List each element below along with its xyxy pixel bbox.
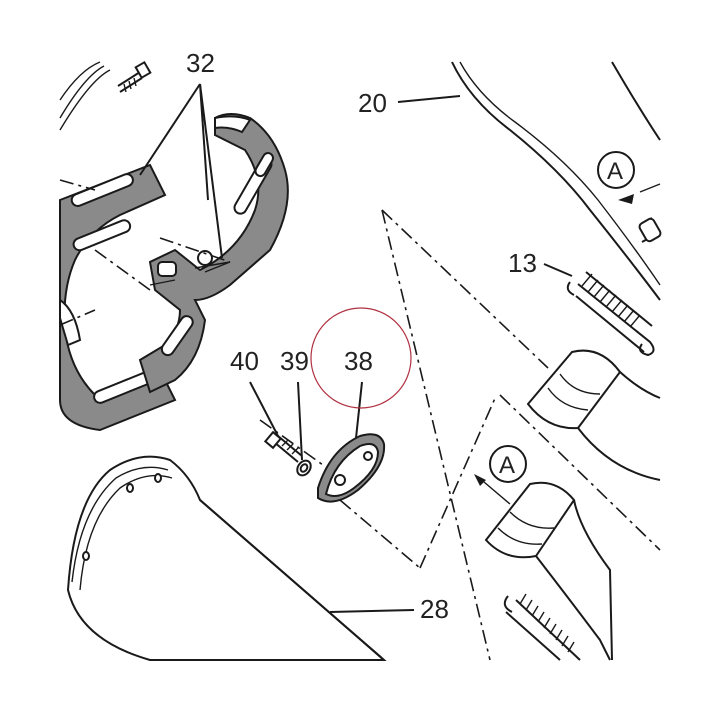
end-cap-38 [317, 433, 386, 503]
callout-39: 39 [280, 346, 309, 461]
muffler-top-right [451, 61, 662, 301]
callout-38: 38 [344, 346, 373, 439]
bolt-small-top [117, 60, 152, 93]
spring-lower-right [503, 593, 581, 661]
callout-label-20: 20 [358, 88, 387, 118]
callout-32: 32 [139, 48, 223, 259]
callout-label-39: 39 [280, 346, 309, 376]
reference-marker-a-lower: A [474, 445, 527, 505]
reference-marker-a-upper: A [597, 151, 661, 204]
reference-marker-label-lower: A [499, 452, 515, 479]
callout-label-38: 38 [344, 346, 373, 376]
callout-label-13: 13 [508, 248, 537, 278]
reference-marker-label-upper: A [607, 158, 623, 185]
spring-13 [566, 271, 655, 357]
callout-28: 28 [329, 594, 449, 624]
highlight-circle [310, 307, 412, 409]
pipe-upper-right [526, 349, 661, 481]
muffler-28 [66, 455, 387, 661]
pipe-lower-right [484, 394, 661, 661]
housing-arc-top-left [59, 61, 111, 131]
bracket-left [59, 163, 177, 432]
callout-label-32: 32 [186, 48, 215, 78]
washer-39 [296, 459, 312, 477]
callout-20: 20 [358, 88, 461, 118]
bolt-40 [263, 430, 303, 463]
callout-13: 13 [508, 248, 573, 278]
bracket-assembly-lines [59, 179, 231, 326]
callout-label-40: 40 [230, 346, 259, 376]
callout-label-28: 28 [420, 594, 449, 624]
callout-40: 40 [230, 346, 279, 437]
bracket-right [138, 113, 289, 394]
assembly-axis-lines [259, 209, 549, 661]
